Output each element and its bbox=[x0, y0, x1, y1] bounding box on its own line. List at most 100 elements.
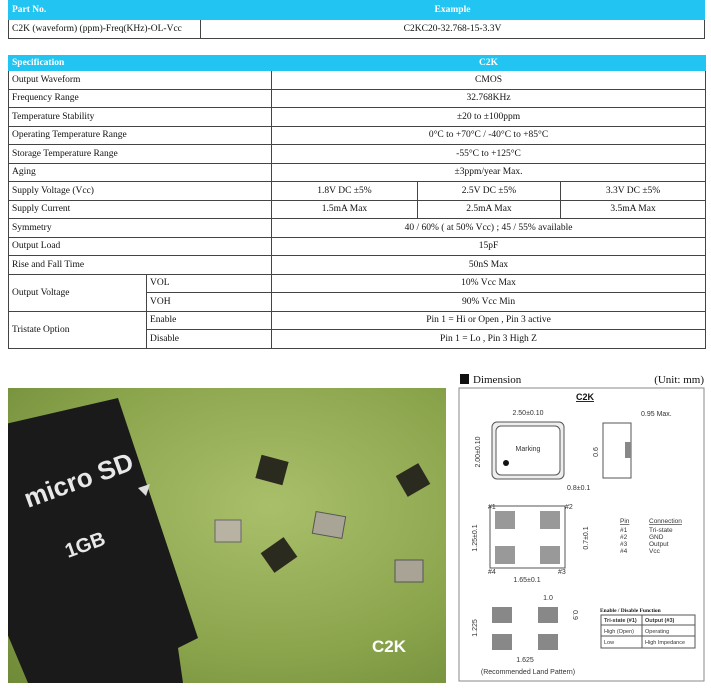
spec-value: 10% Vcc Max bbox=[270, 273, 707, 293]
spec-value: 1.5mA Max bbox=[271, 199, 418, 219]
dim-pad-height: 0.7±0.1 bbox=[583, 526, 590, 549]
spec-value: 40 / 60% ( at 50% Vcc) ; 45 / 55% availa… bbox=[270, 218, 707, 238]
function-title: Enable / Disable Function bbox=[600, 608, 661, 614]
spec-label: Output Waveform bbox=[8, 70, 272, 90]
spec-label: Supply Current bbox=[8, 199, 272, 219]
header-part-no: Part No. bbox=[8, 0, 201, 20]
spec-label: Frequency Range bbox=[8, 88, 272, 108]
dim-pitch-v: 1.25±0.1 bbox=[472, 524, 479, 551]
spec-label: Output Load bbox=[8, 236, 272, 256]
spec-value: 15pF bbox=[270, 236, 707, 256]
photo-label: C2K bbox=[372, 637, 407, 656]
spec-value: 32.768KHz bbox=[270, 88, 707, 108]
spec-label: Rise and Fall Time bbox=[8, 255, 272, 275]
photo-illustration: micro SD 1GB C2K bbox=[8, 398, 431, 683]
dimension-title: Dimension bbox=[473, 374, 522, 386]
pin-number: #4 bbox=[620, 548, 628, 555]
header-spec: Specification bbox=[8, 55, 272, 71]
spec-value: 90% Vcc Min bbox=[270, 292, 707, 312]
dim-side: 0.6 bbox=[593, 447, 600, 457]
spec-value: 0°C to +70°C / -40°C to +85°C bbox=[270, 125, 707, 145]
header-model: C2K bbox=[270, 55, 707, 71]
spec-value: ±3ppm/year Max. bbox=[270, 162, 707, 182]
pin-connection: Output bbox=[649, 541, 669, 548]
dim-land-width: 1.0 bbox=[543, 595, 553, 602]
spec-value: 2.5mA Max bbox=[417, 199, 561, 219]
dim-land-pitch-h: 1.625 bbox=[516, 657, 534, 664]
land-pattern-caption: (Recommended Land Pattern) bbox=[481, 669, 575, 676]
spec-sublabel: Disable bbox=[146, 329, 272, 349]
part-format: C2K (waveform) (ppm)-Freq(KHz)-OL-Vcc bbox=[8, 19, 201, 39]
spec-sublabel: Enable bbox=[146, 310, 272, 330]
pin-label: #4 bbox=[488, 569, 496, 576]
table-row: Temperature Stability±20 to ±100ppm bbox=[8, 107, 707, 127]
dim-height: 2.00±0.10 bbox=[475, 436, 482, 467]
dimension-drawing: Dimension (Unit: mm) C2K Marking 2.50±0.… bbox=[458, 374, 705, 682]
spec-label: Supply Voltage (Vcc) bbox=[8, 181, 272, 201]
dim-land-pitch-v: 1.225 bbox=[472, 619, 479, 637]
spec-label: Temperature Stability bbox=[8, 107, 272, 127]
pin-connection: Tri-state bbox=[649, 527, 673, 534]
bullet-icon bbox=[460, 374, 469, 384]
pin-number: #1 bbox=[620, 527, 628, 534]
table-row: Supply Voltage (Vcc)1.8V DC ±5%2.5V DC ±… bbox=[8, 181, 707, 201]
spec-label: Storage Temperature Range bbox=[8, 144, 272, 164]
function-cell: Low bbox=[604, 640, 614, 646]
spec-label: Tristate Option bbox=[8, 310, 147, 349]
marking-label: Marking bbox=[516, 446, 541, 453]
crystal-chips bbox=[214, 454, 431, 583]
spec-label: Operating Temperature Range bbox=[8, 125, 272, 145]
dim-pitch-h: 1.65±0.1 bbox=[513, 577, 540, 584]
drawing-model: C2K bbox=[576, 392, 595, 402]
spec-value: 50nS Max bbox=[270, 255, 707, 275]
dim-thickness: 0.95 Max. bbox=[641, 411, 672, 418]
pin-label: #2 bbox=[565, 504, 573, 511]
function-header: Tri-state (#1) bbox=[604, 618, 637, 624]
dimension-unit: (Unit: mm) bbox=[654, 374, 704, 386]
function-cell: High (Open) bbox=[604, 629, 634, 635]
spec-value: 3.3V DC ±5% bbox=[559, 181, 707, 201]
pin-connection: Vcc bbox=[649, 548, 661, 555]
part-example: C2KC20-32.768-15-3.3V bbox=[200, 19, 705, 39]
pin-label: #3 bbox=[558, 569, 566, 576]
table-row: Aging±3ppm/year Max. bbox=[8, 162, 707, 182]
pin-number: #3 bbox=[620, 541, 628, 548]
spec-value: Pin 1 = Hi or Open , Pin 3 active bbox=[270, 310, 707, 330]
dim-width: 2.50±0.10 bbox=[512, 410, 543, 417]
spec-sublabel: VOH bbox=[146, 292, 272, 312]
pin-number: #2 bbox=[620, 534, 628, 541]
function-cell: Operating bbox=[645, 629, 669, 635]
spec-value: 3.5mA Max bbox=[559, 199, 707, 219]
function-cell: High Impedance bbox=[645, 640, 685, 646]
spec-label: Output Voltage bbox=[8, 273, 147, 312]
pin-header: Pin bbox=[620, 518, 630, 525]
spec-value: ±20 to ±100ppm bbox=[270, 107, 707, 127]
spec-value: -55°C to +125°C bbox=[270, 144, 707, 164]
spec-value: 2.5V DC ±5% bbox=[417, 181, 561, 201]
spec-value: 1.8V DC ±5% bbox=[271, 181, 418, 201]
connection-header: Connection bbox=[649, 518, 682, 525]
spec-value: Pin 1 = Lo , Pin 3 High Z bbox=[270, 329, 707, 349]
spec-sublabel: VOL bbox=[146, 273, 272, 293]
spec-label: Aging bbox=[8, 162, 272, 182]
dimension-panel: Dimension (Unit: mm) C2K Marking 2.50±0.… bbox=[455, 370, 711, 688]
spec-value: CMOS bbox=[270, 70, 707, 90]
table-row: Storage Temperature Range-55°C to +125°C bbox=[8, 144, 707, 164]
microsd-card: micro SD 1GB bbox=[8, 398, 198, 683]
dim-land-height: 0.9 bbox=[571, 610, 578, 620]
header-example: Example bbox=[200, 0, 705, 20]
pin-connection: GND bbox=[649, 534, 664, 541]
spec-label: Symmetry bbox=[8, 218, 272, 238]
part-number-table: Part No.Example C2K (waveform) (ppm)-Fre… bbox=[8, 0, 705, 39]
dim-pad-width: 0.8±0.1 bbox=[567, 485, 590, 492]
